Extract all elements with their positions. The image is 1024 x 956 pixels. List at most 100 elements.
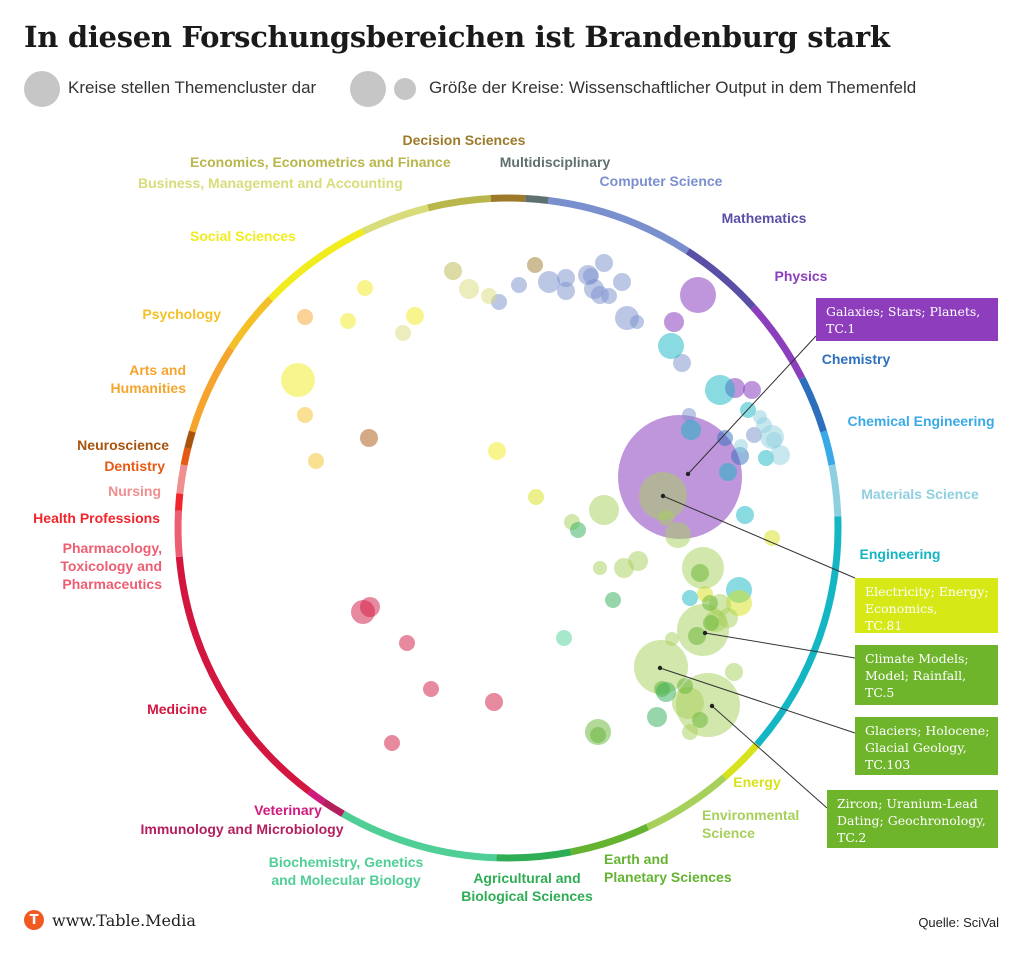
ring-arc-psychology (228, 296, 274, 351)
bubble-environmental-science (682, 724, 698, 740)
source-credit: Quelle: SciVal (918, 915, 999, 930)
ring-arc-earth-and-planetary-sciences (570, 823, 649, 856)
bubble-computer-science (557, 269, 575, 287)
bubble-computer-science (595, 254, 613, 272)
bubble-computer-science (511, 277, 527, 293)
bubble-agricultural-and-biological-sciences (656, 682, 676, 702)
bubble-earth-and-planetary-sciences (692, 712, 708, 728)
category-label-physics: Physics (775, 268, 828, 284)
page-title: In diesen Forschungsbereichen ist Brande… (24, 20, 890, 54)
bubble-social-sciences (340, 313, 356, 329)
bubble-engineering (658, 333, 684, 359)
bubble-business-management-and-accounting (395, 325, 411, 341)
legend-size-label: Größe der Kreise: Wissenschaftlicher Out… (429, 78, 917, 97)
ring-arc-social-sciences (268, 228, 365, 302)
ring-arc-agricultural-and-biological-sciences (496, 848, 572, 862)
bubble-agricultural-and-biological-sciences (605, 592, 621, 608)
ring-arc-engineering (754, 516, 842, 747)
annotation-anchor-dot (660, 493, 666, 499)
brand-url[interactable]: www.Table.Media (52, 910, 196, 930)
bubble-computer-science (583, 268, 599, 284)
bubble-medicine (423, 681, 439, 697)
ring-arc-chemistry (798, 376, 827, 433)
category-label-immunology-and-microbiology: Immunology and Microbiology (141, 821, 344, 837)
ring-arc-veterinary (307, 788, 326, 805)
ring-arc-neuroscience (184, 430, 196, 450)
annotation-box: Electricity; Energy;Economics,TC.81 (855, 578, 998, 633)
ring-arc-chemical-engineering (820, 430, 836, 466)
category-label-engineering: Engineering (860, 546, 941, 562)
annotation-box: Glaciers; Holocene;Glacial Geology,TC.10… (855, 717, 998, 775)
ring-arc-medicine (175, 556, 312, 795)
bubble-environmental-science (718, 608, 738, 628)
category-label-computer-science: Computer Science (600, 173, 723, 189)
bubble-materials-science (753, 410, 767, 424)
legend-size-large-dot (350, 71, 386, 107)
ring-arc-business-management-and-accounting (361, 204, 430, 235)
bubble-psychology (297, 407, 313, 423)
category-label-neuroscience: Neuroscience (77, 437, 169, 453)
ring-arc-health-professions (175, 493, 184, 511)
bubble-earth-and-planetary-sciences (703, 615, 719, 631)
legend-cluster-label: Kreise stellen Themencluster dar (68, 78, 317, 97)
bubble-computer-science (630, 315, 644, 329)
bubble-medicine (360, 597, 380, 617)
bubble-computer-science (673, 354, 691, 372)
bubble-environmental-science (672, 687, 704, 719)
legend-cluster-dot (24, 71, 60, 107)
bubble-earth-and-planetary-sciences (677, 678, 693, 694)
bubble-social-sciences (488, 442, 506, 460)
category-label-energy: Energy (733, 774, 781, 790)
category-label-nursing: Nursing (108, 483, 161, 499)
annotation-anchor-dot (709, 703, 715, 709)
annotation-text: Galaxies; Stars; Planets,TC.1 (826, 304, 980, 336)
bubble-agricultural-and-biological-sciences (647, 707, 667, 727)
ring-arc-pharmacology-toxicology-and-pharmaceutics (174, 510, 183, 558)
legend-size-small-dot (394, 78, 416, 100)
bubble-economics-econometrics-and-finance (444, 262, 462, 280)
bubble-physics (664, 312, 684, 332)
bubble-materials-science (766, 432, 782, 448)
annotation-leader-line (659, 667, 856, 734)
bubble-computer-science (601, 288, 617, 304)
bubble-social-sciences (281, 363, 315, 397)
bubble-environmental-science (665, 522, 691, 548)
annotation-anchor-dot (702, 630, 708, 636)
category-label-health-professions: Health Professions (33, 510, 160, 526)
annotation-leader-line (662, 495, 856, 579)
ring-arc-immunology-and-microbiology (321, 798, 345, 817)
bubble-engineering (758, 450, 774, 466)
ring-arc-nursing (176, 464, 188, 494)
brand-footer[interactable]: T www.Table.Media (24, 910, 196, 930)
bubble-materials-science (734, 439, 748, 453)
bubble-environmental-science (614, 558, 634, 578)
ring-arc-mathematics (685, 248, 756, 310)
bubble-medicine (399, 635, 415, 651)
bubble-business-management-and-accounting (459, 279, 479, 299)
ring-arc-economics-econometrics-and-finance (427, 195, 491, 212)
ring-arc-multidisciplinary (525, 195, 549, 204)
category-label-psychology: Psychology (142, 306, 221, 322)
bubble-medicine (485, 693, 503, 711)
annotation-text: Electricity; Energy;Economics,TC.81 (865, 584, 989, 633)
category-label-social-sciences: Social Sciences (190, 228, 296, 244)
annotation-anchor-dot (685, 471, 691, 477)
ring-arc-materials-science (828, 464, 842, 517)
bubble-physics (743, 381, 761, 399)
bubble-social-sciences (406, 307, 424, 325)
bubble-energy (764, 530, 780, 546)
category-label-decision-sciences: Decision Sciences (403, 132, 526, 148)
bubble-earth-and-planetary-sciences (691, 564, 709, 582)
category-label-mathematics: Mathematics (722, 210, 807, 226)
category-label-dentistry: Dentistry (104, 458, 165, 474)
annotation-leader-line (687, 335, 817, 475)
bubble-engineering (736, 506, 754, 524)
ring-arc-computer-science (547, 197, 690, 255)
bubble-earth-and-planetary-sciences (590, 727, 606, 743)
bubble-computer-science (613, 273, 631, 291)
